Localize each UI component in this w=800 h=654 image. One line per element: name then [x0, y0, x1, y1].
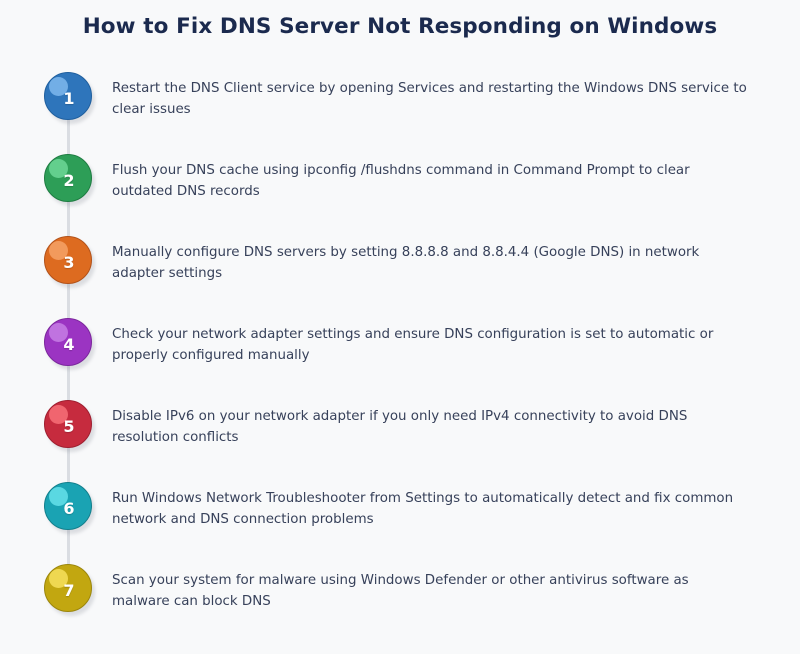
badge-gloss-highlight: [49, 323, 68, 342]
step-number: 6: [63, 499, 75, 518]
badge-gloss-highlight: [49, 487, 68, 506]
page-title: How to Fix DNS Server Not Responding on …: [82, 14, 718, 39]
step-number: 1: [63, 89, 75, 108]
badge-gloss-highlight: [49, 159, 68, 178]
step-description: Check your network adapter settings and …: [112, 327, 714, 363]
step-description: Run Windows Network Troubleshooter from …: [112, 491, 734, 527]
step-number: 5: [63, 417, 75, 436]
step-number: 4: [63, 335, 75, 354]
badge-gloss-highlight: [49, 241, 68, 260]
list-item: 5 Disable IPv6 on your network adapter i…: [0, 400, 800, 482]
badge-circle: 2: [44, 154, 92, 202]
step-description: Manually configure DNS servers by settin…: [112, 245, 700, 281]
step-badge-6[interactable]: 6: [44, 482, 95, 534]
step-badge-7[interactable]: 7: [44, 564, 95, 616]
step-description: Scan your system for malware using Windo…: [112, 573, 689, 609]
badge-gloss-highlight: [49, 405, 68, 424]
step-number: 3: [63, 253, 75, 272]
steps-list: 1 Restart the DNS Client service by open…: [0, 72, 800, 646]
step-badge-5[interactable]: 5: [44, 400, 95, 452]
step-description: Disable IPv6 on your network adapter if …: [112, 409, 688, 445]
badge-circle: 5: [44, 400, 92, 448]
badge-circle: 6: [44, 482, 92, 530]
step-badge-1[interactable]: 1: [44, 72, 95, 124]
step-badge-2[interactable]: 2: [44, 154, 95, 206]
badge-gloss-highlight: [49, 569, 68, 588]
step-description: Restart the DNS Client service by openin…: [112, 81, 747, 117]
badge-circle: 3: [44, 236, 92, 284]
list-item: 3 Manually configure DNS servers by sett…: [0, 236, 800, 318]
list-item: 4 Check your network adapter settings an…: [0, 318, 800, 400]
badge-circle: 7: [44, 564, 92, 612]
list-item: 6 Run Windows Network Troubleshooter fro…: [0, 482, 800, 564]
step-number: 7: [63, 581, 75, 600]
badge-gloss-highlight: [49, 77, 68, 96]
badge-circle: 4: [44, 318, 92, 366]
list-item: 1 Restart the DNS Client service by open…: [0, 72, 800, 154]
step-badge-3[interactable]: 3: [44, 236, 95, 288]
step-badge-4[interactable]: 4: [44, 318, 95, 370]
list-item: 7 Scan your system for malware using Win…: [0, 564, 800, 646]
step-number: 2: [63, 171, 75, 190]
list-item: 2 Flush your DNS cache using ipconfig /f…: [0, 154, 800, 236]
badge-circle: 1: [44, 72, 92, 120]
step-description: Flush your DNS cache using ipconfig /flu…: [112, 163, 690, 199]
